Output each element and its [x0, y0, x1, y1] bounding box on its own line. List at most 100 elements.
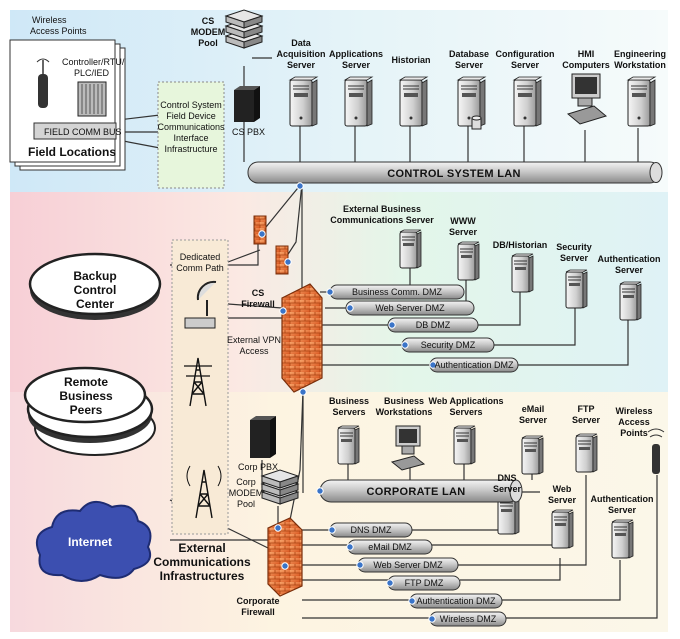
dmz-label-security: Security DMZ	[421, 340, 476, 350]
label-email-2: Server	[519, 415, 548, 425]
label-wireless-access-points-1: Wireless	[32, 15, 67, 25]
email-server-icon	[521, 435, 544, 475]
label-interface-2: Field Device	[166, 111, 216, 121]
label-corp-wireless-2: Access	[618, 417, 650, 427]
label-remote-3: Peers	[70, 403, 103, 417]
corp-dmz-label-authentication: Authentication DMZ	[416, 596, 496, 606]
label-configuration-2: Server	[511, 60, 540, 70]
label-email-1: eMail	[522, 404, 545, 414]
db-historian-server-icon	[511, 253, 534, 293]
label-corp-wireless-1: Wireless	[616, 406, 653, 416]
interface-infrastructure-box	[157, 81, 225, 189]
field-locations-group	[9, 39, 126, 171]
internet-cloud-icon	[36, 500, 152, 582]
label-hmi-1: HMI	[578, 49, 595, 59]
label-engineering-2: Workstation	[614, 60, 666, 70]
label-security-1: Security	[556, 242, 592, 252]
label-security-2: Server	[560, 253, 589, 263]
label-business-servers-1: Business	[329, 396, 369, 406]
label-interface-1: Control System	[160, 100, 222, 110]
security-server-icon	[565, 269, 588, 309]
dmz-label-web-server: Web Server DMZ	[375, 303, 445, 313]
label-ftp-1: FTP	[578, 404, 595, 414]
label-applications-2: Server	[342, 60, 371, 70]
label-corp-modem-3: Pool	[237, 499, 255, 509]
corp-pbx-icon	[250, 416, 276, 458]
label-www-2: Server	[449, 227, 478, 237]
corporate-lan-bus	[319, 479, 523, 503]
label-web-1: Web	[553, 484, 572, 494]
corp-dmz-label-wireless: Wireless DMZ	[440, 614, 497, 624]
cs-small-firewall-1	[253, 215, 267, 245]
transmission-tower-icon	[184, 357, 212, 407]
label-business-servers-2: Servers	[332, 407, 365, 417]
label-dns-2: Server	[493, 484, 522, 494]
label-interface-5: Infrastructure	[164, 144, 217, 154]
label-ftp-2: Server	[572, 415, 601, 425]
label-control-system-lan: CONTROL SYSTEM LAN	[387, 168, 521, 180]
dmz-label-db: DB DMZ	[416, 320, 451, 330]
label-cs-modem-3: Pool	[198, 38, 218, 48]
label-dns-1: DNS	[497, 473, 516, 483]
label-corp-firewall-1: Corporate	[236, 596, 279, 606]
label-ext-biz-1: External Business	[343, 204, 421, 214]
dmz-pipes	[329, 284, 519, 373]
label-cs-firewall-1: CS	[252, 288, 265, 298]
label-corp-wireless-3: Points	[620, 428, 648, 438]
controller-rtu-icon	[77, 81, 107, 117]
label-internet: Internet	[68, 535, 112, 549]
label-interface-4: Interface	[173, 133, 208, 143]
label-data-acq-3: Server	[287, 60, 316, 70]
label-data-acq-1: Data	[291, 38, 312, 48]
historian-server-icon	[399, 76, 428, 127]
label-corp-firewall-2: Firewall	[241, 607, 275, 617]
control-system-lan-bus	[247, 161, 663, 184]
dmz-label-authentication: Authentication DMZ	[434, 360, 514, 370]
label-backup-1: Backup	[73, 269, 116, 283]
label-web-apps-2: Servers	[449, 407, 482, 417]
ftp-server-icon	[575, 433, 598, 473]
label-corp-modem-2: MODEM	[229, 488, 264, 498]
label-engineering-1: Engineering	[614, 49, 666, 59]
label-corp-auth-2: Server	[608, 505, 637, 515]
corp-dmz-label-email: eMail DMZ	[368, 542, 412, 552]
backup-control-center-group	[28, 252, 162, 320]
web-applications-servers-icon	[453, 425, 476, 465]
label-field-comm-bus: FIELD COMM BUS	[44, 127, 122, 137]
business-servers-icon	[337, 425, 360, 465]
label-wireless-access-points-2: Access Points	[30, 26, 87, 36]
label-remote-1: Remote	[64, 375, 108, 389]
label-applications-1: Applications	[329, 49, 383, 59]
label-cs-pbx: CS PBX	[232, 127, 265, 137]
data-acquisition-server-icon	[289, 76, 318, 127]
wireless-antenna-icon	[36, 58, 50, 108]
cs-pbx-icon	[234, 86, 260, 122]
label-vpn-1: External VPN	[227, 335, 281, 345]
label-corp-auth-1: Authentication	[591, 494, 654, 504]
corporate-firewall-icon	[267, 517, 303, 597]
label-vpn-2: Access	[239, 346, 269, 356]
label-web-apps-1: Web Applications	[428, 396, 503, 406]
label-dedicated-2: Comm Path	[176, 263, 224, 273]
applications-server-icon	[344, 76, 373, 127]
label-auth-1: Authentication	[598, 254, 661, 264]
label-business-ws-1: Business	[384, 396, 424, 406]
dmz-label-business-comm: Business Comm. DMZ	[352, 287, 443, 297]
external-business-comm-server-icon	[399, 229, 422, 269]
web-server-icon	[551, 509, 574, 549]
label-ext-biz-2: Communications Server	[330, 215, 434, 225]
label-corp-modem-1: Corp	[236, 477, 256, 487]
label-cs-modem-1: CS	[202, 16, 215, 26]
label-database-2: Server	[455, 60, 484, 70]
label-auth-2: Server	[615, 265, 644, 275]
hmi-computer-icon	[566, 73, 608, 125]
label-corp-pbx: Corp PBX	[238, 462, 278, 472]
label-database-1: Database	[449, 49, 489, 59]
label-controller-1: Controller/RTU/	[62, 57, 125, 67]
label-hmi-2: Computers	[562, 60, 610, 70]
label-field-locations: Field Locations	[28, 145, 116, 159]
authentication-server-icon	[619, 281, 642, 321]
label-www-1: WWW	[450, 216, 476, 226]
